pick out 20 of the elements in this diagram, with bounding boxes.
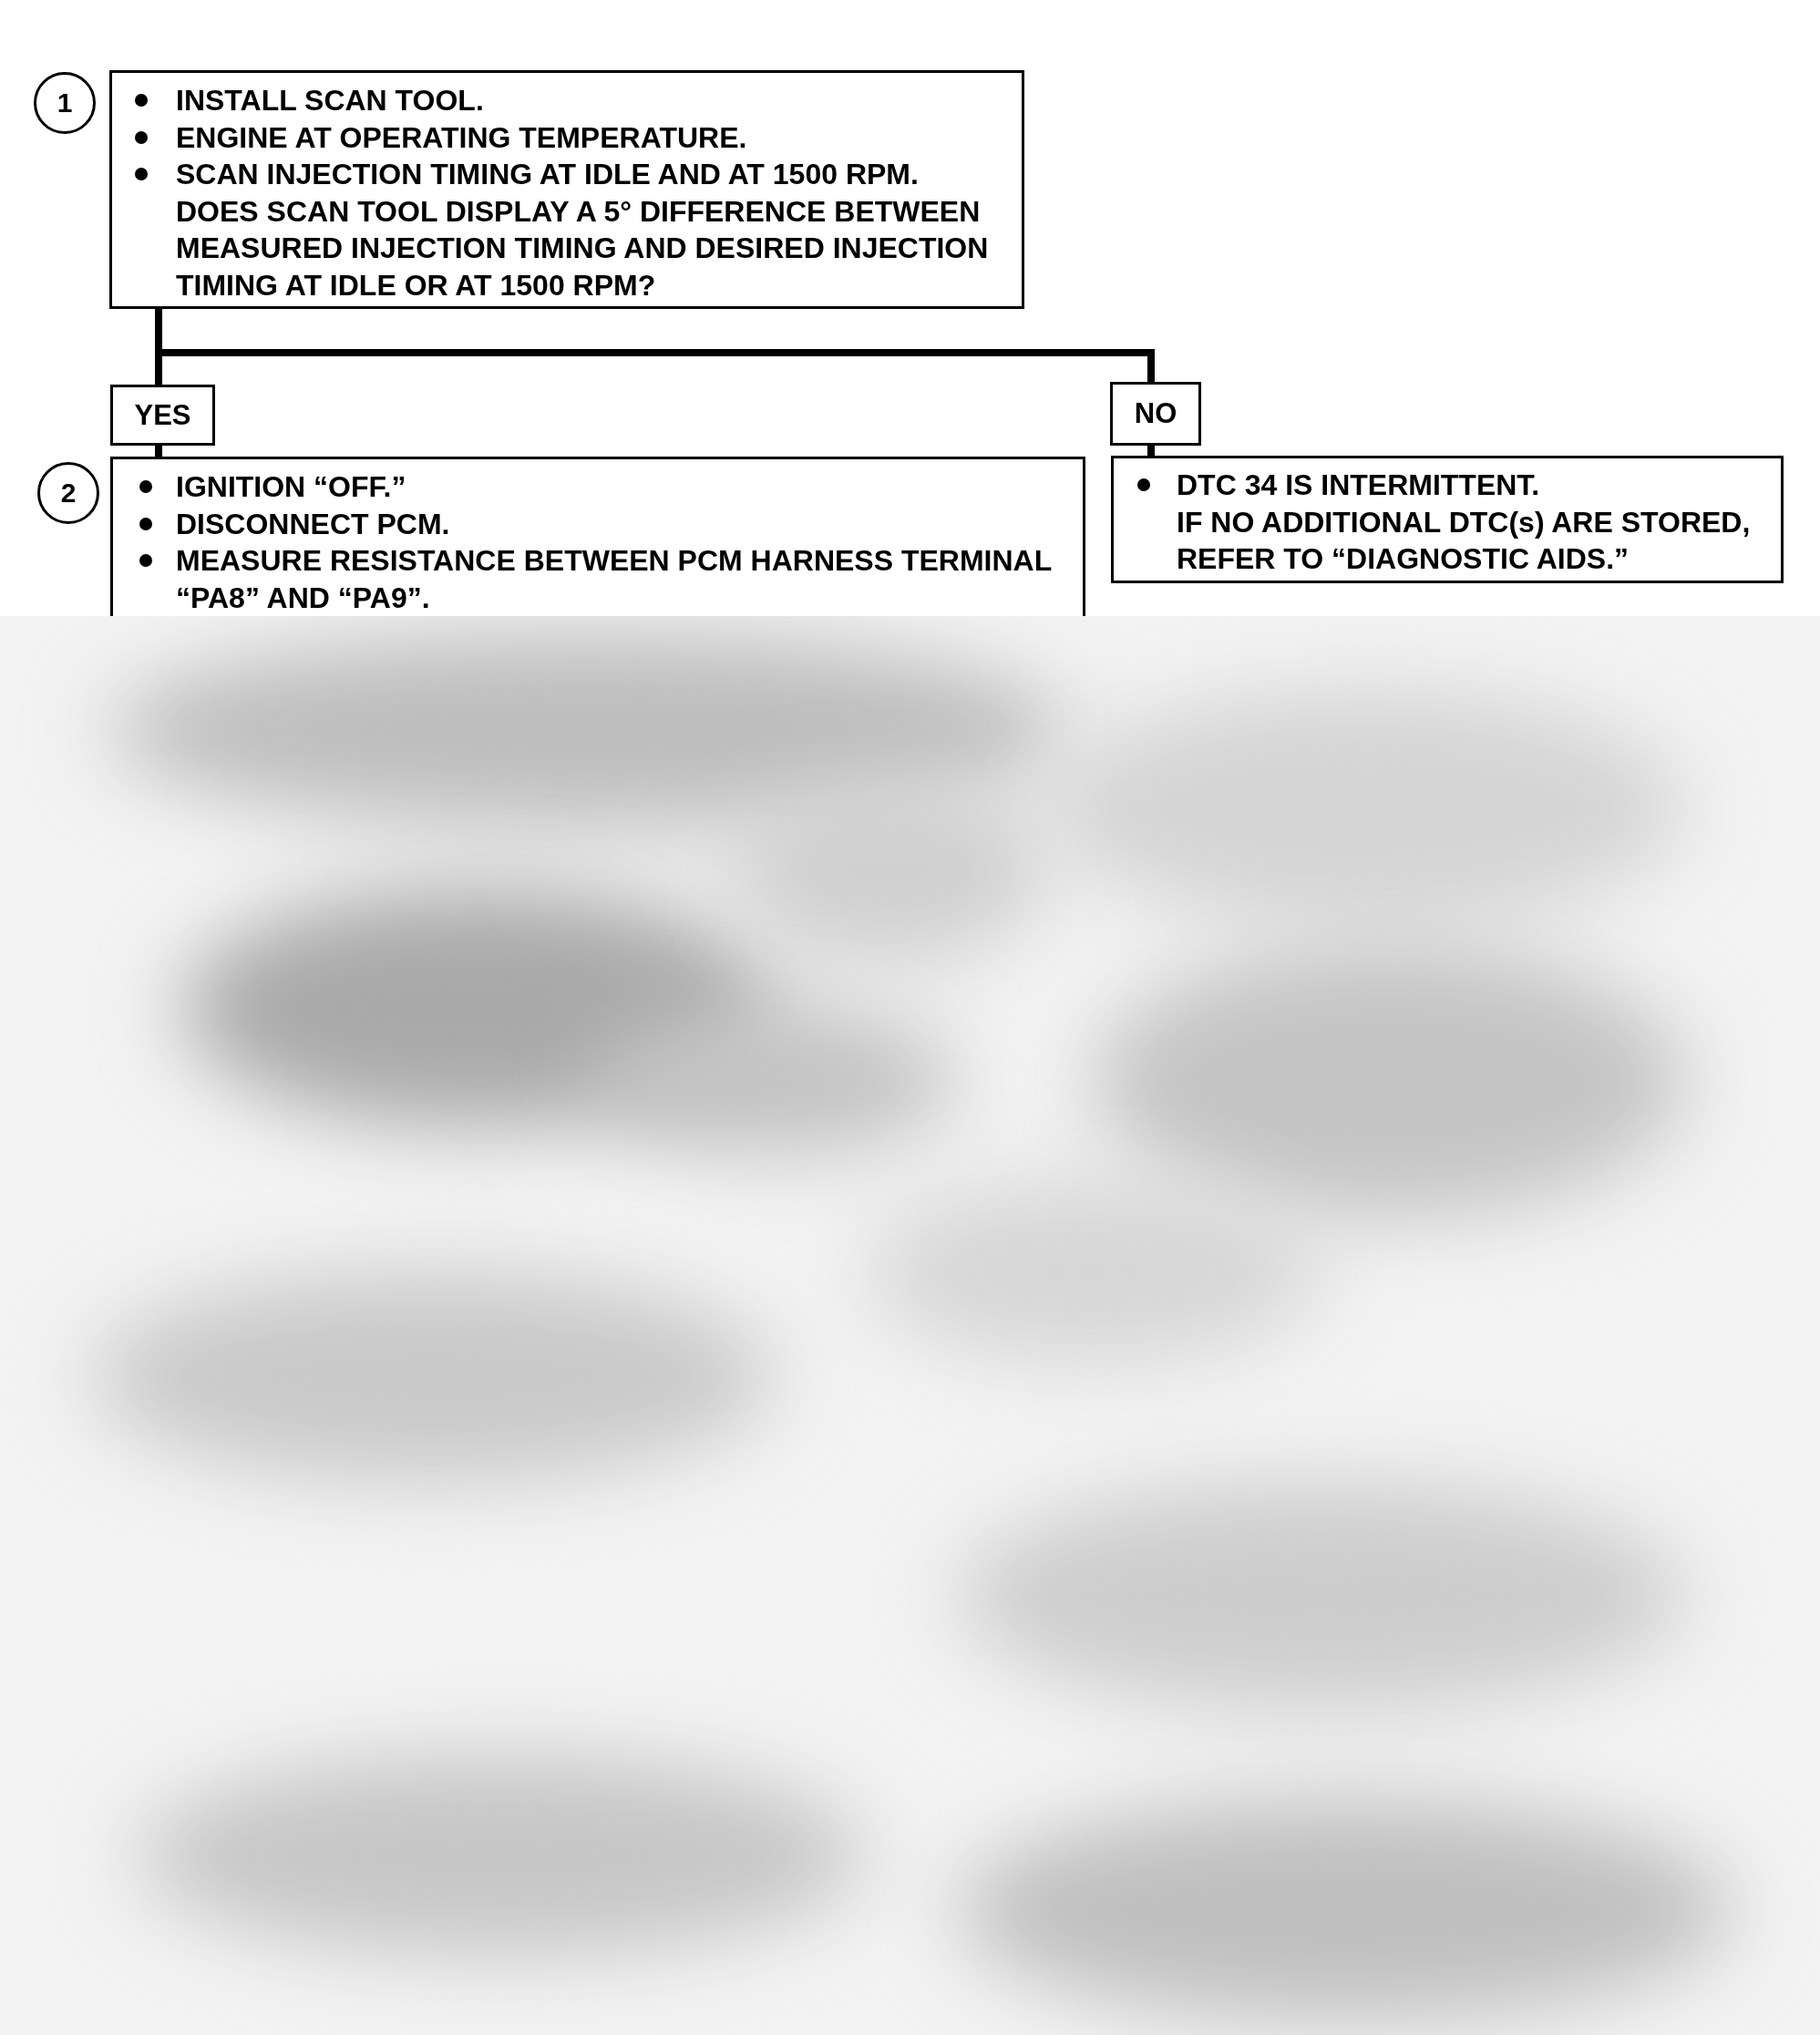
instruction-text: SCAN INJECTION TIMING AT IDLE AND AT 1500 RPM. <box>176 158 919 191</box>
instruction-box <box>109 70 1024 309</box>
instruction-text: MEASURE RESISTANCE BETWEEN PCM HARNESS TERMINAL “PA8” AND “PA9”. <box>176 544 1052 614</box>
instruction-text: ENGINE AT OPERATING TEMPERATURE. <box>176 120 747 154</box>
instruction-text: DOES SCAN TOOL DISPLAY A 5° DIFFERENCE BETWEEN MEASURED INJECTION TIMING AND DESIRED INJECTION TIMING AT IDLE OR AT 1500 RPM? <box>176 194 989 302</box>
answer-text: YES <box>134 399 191 431</box>
instruction-text: INSTALL SCAN TOOL. <box>176 84 484 117</box>
instruction-box <box>1111 456 1784 583</box>
connector-line <box>1147 446 1155 456</box>
connector-line <box>155 446 162 457</box>
step-number: 2 <box>60 478 77 508</box>
instruction-box <box>110 457 1085 616</box>
instruction-text: IF NO ADDITIONAL DTC(s) ARE STORED, REFER TO “DIAGNOSTIC AIDS.” <box>1177 505 1751 576</box>
answer-text: NO <box>1134 398 1177 429</box>
instruction-text: IGNITION “OFF.” <box>176 470 406 503</box>
instruction-text: DISCONNECT PCM. <box>176 507 450 540</box>
answer-box <box>110 385 215 446</box>
instruction-text: DTC 34 IS INTERMITTENT. <box>1177 468 1540 501</box>
answer-box <box>1110 382 1201 446</box>
step-number: 1 <box>57 88 73 118</box>
